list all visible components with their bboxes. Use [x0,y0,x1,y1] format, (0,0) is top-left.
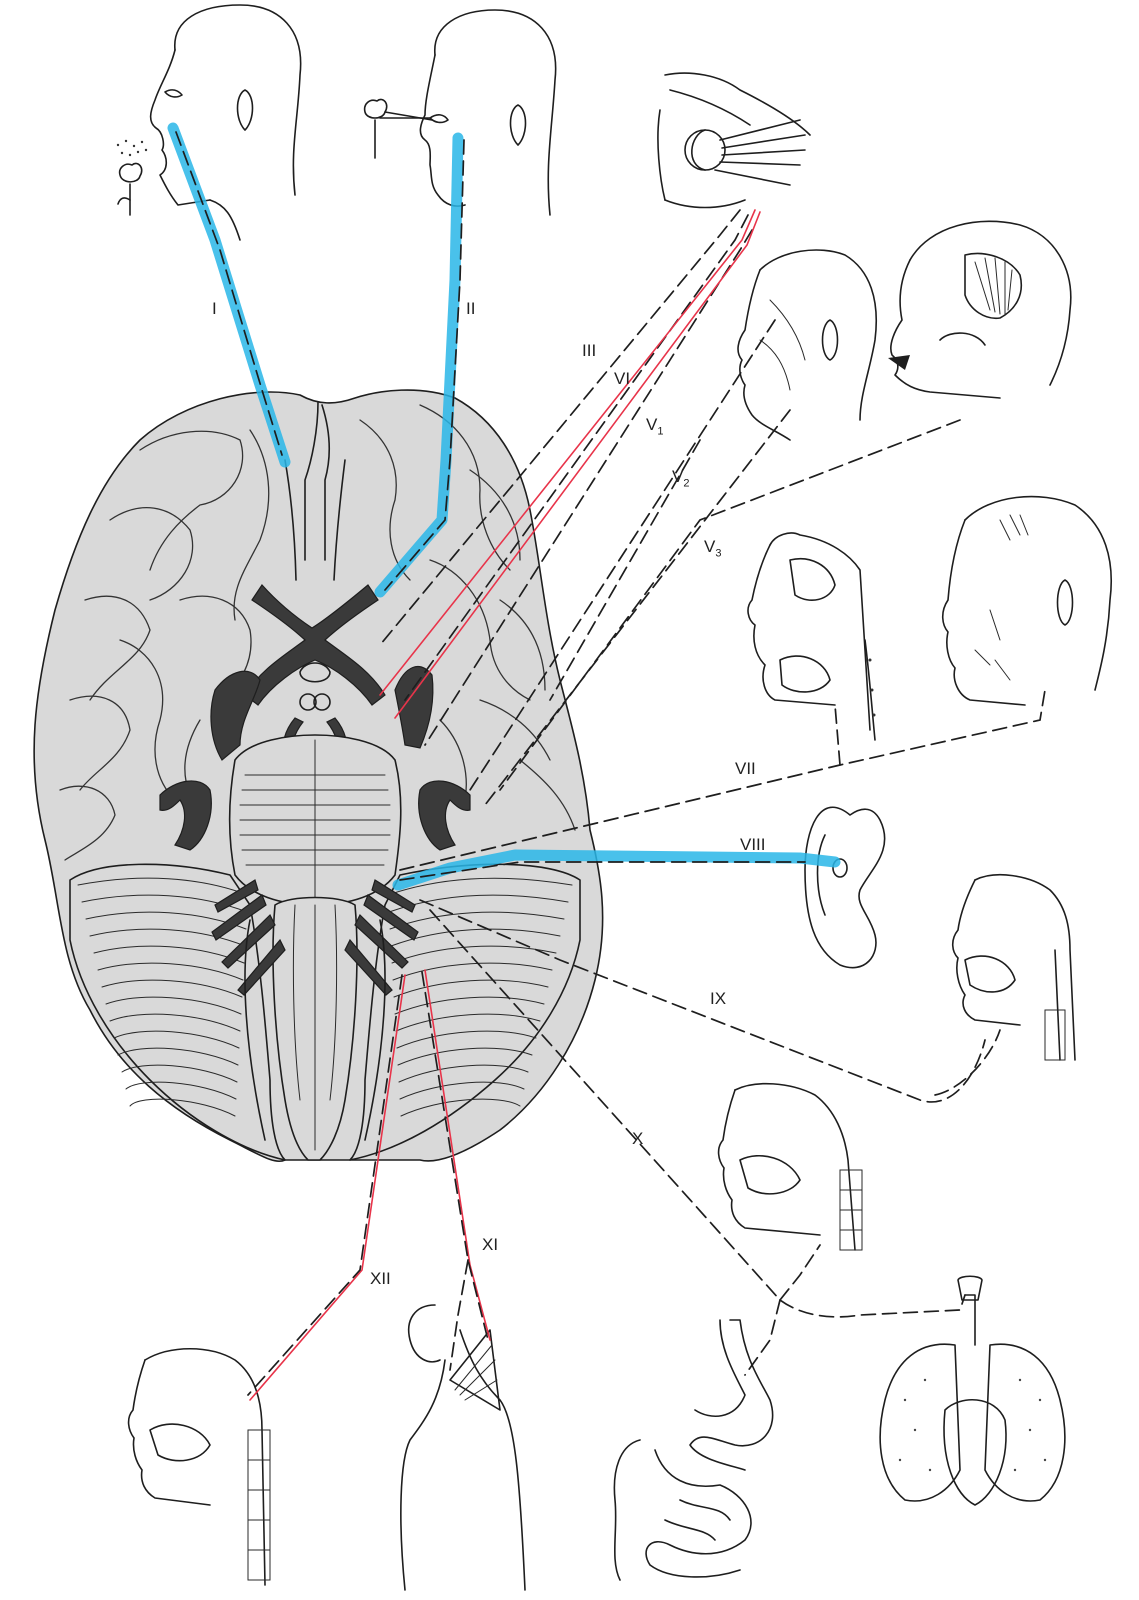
label-nerve-V1-sub: 1 [657,425,663,437]
label-nerve-III: III [582,342,596,359]
nerve-X-to-larynx [780,1245,820,1300]
label-nerve-IX: IX [710,990,726,1007]
label-nerve-V2-base: V [672,467,683,486]
rose-flower-1 [117,140,147,215]
ear-auditory [805,807,885,967]
head-tongue-hypoglossal [129,1349,270,1585]
label-nerve-XII: XII [370,1270,391,1287]
label-nerve-V2-sub: 2 [683,477,689,489]
label-nerve-X: X [632,1130,643,1147]
nerve-VII-taste-branch [835,705,840,765]
head-olfaction [117,5,301,240]
skull-masticatory [888,221,1071,398]
head-larynx-vagus [719,1084,862,1250]
label-nerve-V3: V3 [704,538,721,559]
head-pharynx-glossopharyngeal [953,875,1075,1060]
head-sagittal-taste [748,533,875,740]
nerve-IX-branch [935,1030,1000,1095]
nerve-X-to-stomach [745,1300,780,1375]
label-nerve-V2: V2 [672,468,689,489]
stomach-intestines [614,1320,772,1580]
label-nerve-VI: VI [614,370,630,387]
rose-flower-2 [365,99,387,158]
label-nerve-VII: VII [735,760,756,777]
nerve-XI-branch [450,1260,468,1370]
label-nerve-V3-sub: 3 [715,547,721,559]
label-nerve-V3-base: V [704,537,715,556]
label-nerve-I: I [212,300,217,317]
label-nerve-V1-base: V [646,415,657,434]
label-nerve-II: II [466,300,475,317]
neck-shoulder-accessory [401,1305,525,1590]
head-facial-muscles [943,497,1112,705]
label-nerve-XI: XI [482,1236,498,1253]
label-nerve-V1: V1 [646,416,663,437]
eye-orbit-with-muscles [658,73,810,207]
brain-inferior-view [34,390,603,1161]
label-nerve-VIII: VIII [740,836,766,853]
lungs-heart [880,1276,1065,1505]
